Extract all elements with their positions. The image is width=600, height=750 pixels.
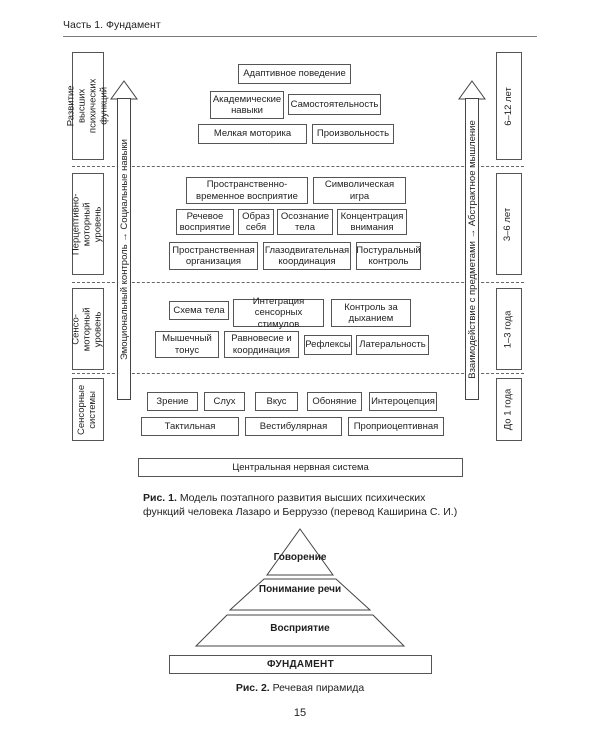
- box-speech-perception: Речевое восприятие: [176, 209, 234, 235]
- pyramid-label-perception: Восприятие: [270, 623, 330, 634]
- level-separator: [72, 373, 524, 374]
- box-academic-skills: Академические навыки: [210, 91, 284, 119]
- left-arrow-text-wrap: Эмоциональный контроль → Социальные навы…: [84, 139, 164, 360]
- box-symbolic-play: Символическая игра: [313, 177, 406, 204]
- box-interoception: Интероцепция: [369, 392, 437, 411]
- right-arrow-text-wrap: Взаимодействие с предметами → Абстрактно…: [432, 120, 512, 379]
- speech-pyramid: [194, 528, 406, 647]
- left-arrow-shaft: [117, 98, 131, 400]
- pyramid-label-speaking: Говорение: [273, 552, 327, 563]
- age-label: 6–12 лет: [502, 86, 514, 126]
- pyramid-tier-bottom: [194, 614, 406, 647]
- box-body-scheme: Схема тела: [169, 301, 229, 320]
- box-hearing: Слух: [204, 392, 245, 411]
- box-smell: Обоняние: [307, 392, 362, 411]
- figure-2-caption: Рис. 2. Речевая пирамида: [0, 681, 600, 695]
- figure-2-label: Рис. 2.: [235, 682, 270, 694]
- age-box-3-6: 3–6 лет: [496, 173, 522, 275]
- level-label: Сенсо-моторный уровень: [70, 307, 104, 351]
- level-box-sensorimotor: Сенсо-моторный уровень: [70, 288, 104, 370]
- age-label: 1–3 года: [502, 310, 514, 348]
- figure-1-caption: Рис. 1. Модель поэтапного развития высши…: [143, 491, 463, 519]
- age-label: 3–6 лет: [502, 207, 514, 241]
- box-postural-control: Постуральный контроль: [356, 242, 421, 270]
- box-fine-motor: Мелкая моторика: [198, 124, 307, 144]
- pyramid-label-understanding: Понимание речи: [258, 584, 342, 595]
- level-separator: [72, 282, 524, 283]
- arrow-up-icon: [458, 80, 486, 100]
- box-body-awareness: Осознание тела: [277, 209, 333, 235]
- page-number: 15: [293, 707, 307, 719]
- box-spatial-organization: Пространственная организация: [169, 242, 258, 270]
- level-label: Сенсорные системы: [76, 384, 99, 435]
- box-vision: Зрение: [147, 392, 198, 411]
- box-adaptive-behavior: Адаптивное поведение: [238, 64, 351, 84]
- box-vestibular: Вестибулярная: [245, 417, 342, 436]
- box-independence: Самостоятельность: [288, 94, 381, 115]
- box-self-image: Образ себя: [238, 209, 274, 235]
- box-reflexes: Рефлексы: [304, 335, 352, 355]
- age-box-6-12: 6–12 лет: [496, 52, 522, 160]
- figure-1-label: Рис. 1.: [143, 492, 177, 504]
- box-breath-control: Контроль за дыханием: [331, 299, 411, 327]
- header-rule: [63, 36, 537, 37]
- level-box-perceptual-motor: Перцептивно-моторный уровень: [71, 173, 104, 275]
- box-sensory-integration: Интеграция сенсорных стимулов: [233, 296, 324, 330]
- box-muscle-tone: Мышечный тонус: [155, 331, 219, 358]
- box-central-nervous-system: Центральная нервная система: [138, 458, 463, 477]
- right-arrow-label: Взаимодействие с предметами → Абстрактно…: [466, 119, 478, 379]
- right-arrow-shaft: [465, 98, 479, 400]
- arrow-up-icon: [110, 80, 138, 100]
- level-box-sensory-systems: Сенсорные системы: [72, 378, 104, 441]
- level-separator: [72, 166, 524, 167]
- box-proprioceptive: Проприоцептивная: [348, 417, 444, 436]
- box-tactile: Тактильная: [141, 417, 239, 436]
- box-taste: Вкус: [255, 392, 298, 411]
- figure-1-text: Модель поэтапного развития высших психич…: [143, 492, 458, 519]
- box-balance-coordination: Равновесие и координация: [224, 331, 299, 358]
- running-header: Часть 1. Фундамент: [63, 19, 161, 31]
- pyramid-tier-top: [266, 528, 334, 576]
- age-box-0-1: До 1 года: [496, 378, 522, 441]
- age-box-1-3: 1–3 года: [496, 288, 522, 370]
- box-spatiotemporal-perception: Пространственно-временное восприятие: [186, 177, 308, 204]
- pyramid-tier-middle: [228, 578, 372, 611]
- box-attention: Концентрация внимания: [337, 209, 407, 235]
- age-label: До 1 года: [502, 388, 514, 431]
- box-voluntariness: Произвольность: [312, 124, 394, 144]
- level-box-higher-functions: Развитие высших психических функций: [65, 52, 109, 160]
- figure-2-text: Речевая пирамида: [272, 682, 365, 694]
- box-foundation: ФУНДАМЕНТ: [169, 655, 432, 674]
- level-label: Развитие высших психических функций: [65, 78, 109, 134]
- left-arrow-label: Эмоциональный контроль → Социальные навы…: [118, 138, 130, 360]
- box-oculomotor-coordination: Глазодвигательная координация: [263, 242, 351, 270]
- box-laterality: Латеральность: [356, 335, 429, 355]
